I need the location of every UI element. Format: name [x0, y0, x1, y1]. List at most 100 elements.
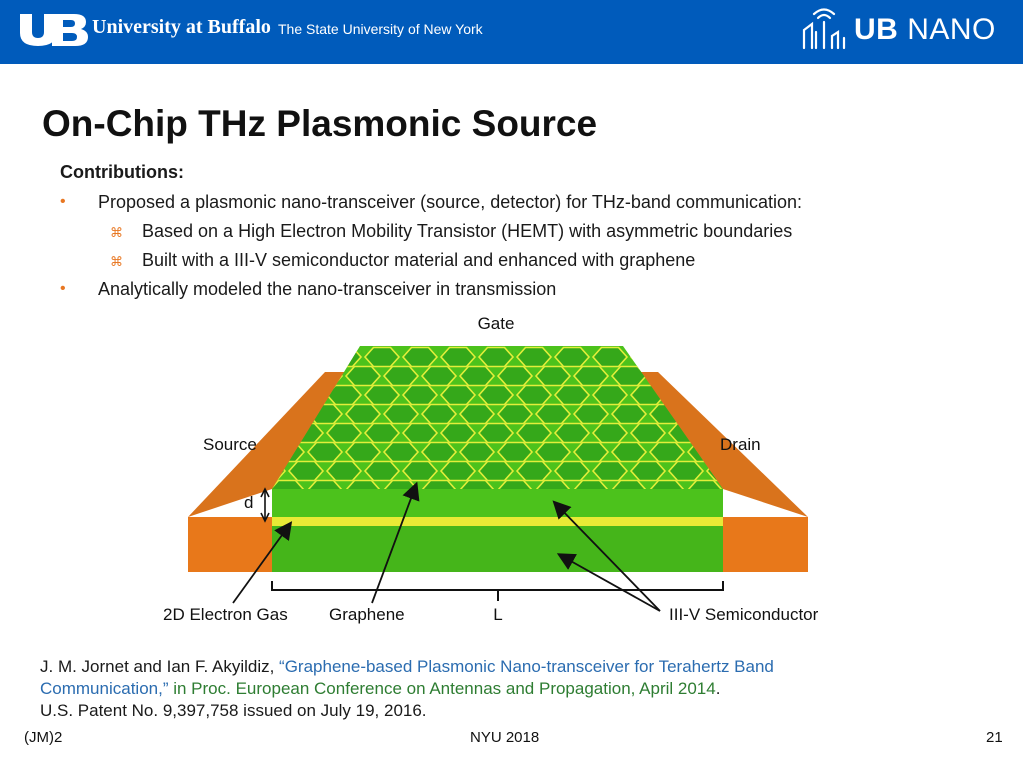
electron-gas-layer	[272, 517, 723, 526]
citation: J. M. Jornet and Ian F. Akyildiz, “Graph…	[40, 656, 1000, 722]
graphene-hexagon	[458, 479, 496, 489]
graphene-hexagon	[591, 460, 629, 482]
graphene-hexagon	[705, 384, 723, 406]
drain-contact-top	[623, 372, 808, 517]
graphene-hexagon	[686, 479, 723, 489]
graphene-hexagon	[629, 460, 667, 482]
d-arrow-top	[260, 487, 270, 498]
bullet-marker: •	[60, 280, 66, 297]
gate-label: Gate	[478, 314, 515, 333]
graphene-hexagon	[439, 460, 477, 482]
graphene-hexagon	[745, 348, 779, 367]
graphene-label: Graphene	[329, 605, 405, 624]
source-contact-top	[188, 372, 360, 517]
drain-contact-front	[723, 517, 808, 572]
citation-line-2: Communication,” in Proc. European Confer…	[40, 678, 1000, 700]
graphene-hexagon	[764, 367, 798, 386]
graphene-hexagon	[745, 386, 779, 405]
graphene-hexagon	[705, 346, 723, 368]
graphene-hexagon	[287, 346, 325, 368]
citation-title-cont: Communication,”	[40, 679, 169, 698]
graphene-hexagon	[458, 403, 496, 425]
graphene-hexagon	[610, 365, 648, 387]
length-bracket	[271, 581, 724, 591]
graphene-hexagon	[287, 460, 325, 482]
electron-gas-label: 2D Electron Gas	[163, 605, 288, 624]
source-label: Source	[203, 435, 257, 454]
graphene-hexagon	[686, 365, 723, 387]
graphene-hexagon	[420, 441, 458, 463]
header-bar: University at Buffalo The State Universi…	[0, 0, 1023, 64]
graphene-hexagon	[591, 422, 629, 444]
graphene-hexagon	[629, 346, 667, 368]
bullet-marker: •	[60, 193, 66, 210]
graphene-hexagon	[572, 441, 610, 463]
graphene-hexagon	[325, 346, 363, 368]
graphene-hexagon	[534, 403, 572, 425]
footer-center: NYU 2018	[470, 729, 540, 746]
graphene-hexagon	[439, 422, 477, 444]
graphene-hexagon	[382, 403, 420, 425]
graphene-hexagon	[553, 346, 591, 368]
page-number: 21	[986, 729, 1003, 746]
citation-end: .	[715, 679, 721, 698]
d-label: d	[244, 493, 253, 512]
graphene-hexagon	[496, 441, 534, 463]
graphene-hexagon	[553, 460, 591, 482]
graphene-hexagon	[726, 367, 760, 386]
sub-bullet-item-2: Built with a III-V semiconductor materia…	[142, 250, 696, 270]
graphene-hexagon	[610, 441, 648, 463]
graphene-hexagon	[344, 441, 382, 463]
graphene-hexagon	[420, 479, 458, 489]
graphene-hexagon	[553, 384, 591, 406]
ub-logo-icon	[20, 14, 88, 46]
graphene-lattice	[272, 346, 798, 489]
graphene-pointer	[371, 481, 420, 604]
citation-authors: J. M. Jornet and Ian F. Akyildiz,	[40, 657, 280, 676]
graphene-hexagon	[458, 365, 496, 387]
graphene-hexagon	[667, 346, 705, 368]
graphene-hexagon	[477, 346, 515, 368]
graphene-hexagon	[648, 479, 686, 489]
graphene-hexagon	[363, 346, 401, 368]
drain-label: Drain	[720, 435, 761, 454]
graphene-hexagon	[610, 479, 648, 489]
d-arrow-bottom	[260, 512, 270, 523]
graphene-hexagon	[553, 422, 591, 444]
electron-gas-pointer	[232, 521, 293, 604]
citation-line-1: J. M. Jornet and Ian F. Akyildiz, “Graph…	[40, 656, 1000, 678]
bullet-item-2: Analytically modeled the nano-transceive…	[98, 279, 557, 299]
graphene-hexagon	[325, 460, 363, 482]
semiconductor-label: III-V Semiconductor	[669, 605, 819, 624]
graphene-hexagon	[477, 384, 515, 406]
graphene-hexagon	[591, 384, 629, 406]
citation-title: “Graphene-based Plasmonic Nano-transceiv…	[279, 657, 774, 676]
source-contact-front	[188, 517, 272, 572]
graphene-hexagon	[344, 403, 382, 425]
graphene-hexagon	[764, 405, 798, 424]
graphene-hexagon	[648, 441, 686, 463]
graphene-hexagon	[534, 365, 572, 387]
ub-nano-brand: UB NANO	[854, 13, 996, 47]
graphene-hexagon	[382, 441, 420, 463]
sub-bullet-marker: ⌘	[110, 225, 123, 240]
slide-title: On-Chip THz Plasmonic Source	[42, 103, 598, 144]
sub-bullet-item-1: Based on a High Electron Mobility Transi…	[142, 221, 793, 241]
graphene-hexagon	[420, 365, 458, 387]
graphene-hexagon	[344, 365, 382, 387]
graphene-hexagon	[496, 403, 534, 425]
graphene-hexagon	[439, 384, 477, 406]
university-name: University at Buffalo	[92, 16, 271, 38]
semiconductor-substrate	[272, 526, 723, 572]
graphene-hexagon	[572, 365, 610, 387]
graphene-hexagon	[272, 479, 306, 489]
graphene-hexagon	[726, 405, 760, 424]
graphene-hexagon	[629, 422, 667, 444]
graphene-hexagon	[764, 443, 798, 462]
graphene-hexagon	[306, 479, 344, 489]
graphene-hexagon	[382, 365, 420, 387]
graphene-hexagon	[272, 384, 287, 406]
barrier-layer	[272, 489, 723, 517]
graphene-hexagon	[515, 422, 553, 444]
brand-ub: UB	[854, 13, 899, 46]
